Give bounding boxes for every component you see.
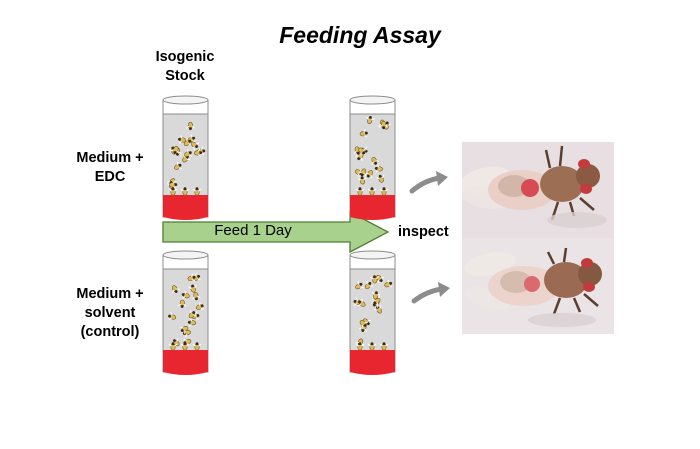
vial-edc-start — [162, 95, 209, 220]
fly-bottom-image — [464, 247, 602, 327]
row2-label-line-1: Medium + — [76, 286, 144, 302]
vial-control-start — [162, 250, 209, 375]
isogenic-stock-label: Isogenic Stock — [140, 48, 230, 86]
medium-edc-label: Medium + EDC — [60, 149, 160, 187]
flies-photo — [462, 142, 614, 334]
medium-solvent-label: Medium + solvent (control) — [60, 285, 160, 342]
stock-label-line-2: Stock — [165, 68, 205, 84]
row2-label-line-2: solvent — [84, 305, 136, 321]
inspect-label: inspect — [398, 224, 449, 240]
medium-layer — [350, 350, 395, 375]
row1-label-line-2: EDC — [94, 169, 126, 185]
feed-arrow — [162, 210, 390, 254]
small-arrow-top — [409, 171, 448, 194]
diagram-title: Feeding Assay — [279, 22, 441, 48]
medium-layer — [350, 195, 395, 220]
medium-layer — [163, 350, 208, 375]
vial-control-end — [349, 250, 396, 375]
vial-edc-end — [349, 95, 396, 220]
small-arrow-bottom — [411, 282, 450, 304]
stock-label-line-1: Isogenic — [155, 49, 215, 65]
medium-layer — [163, 195, 208, 220]
row1-label-line-1: Medium + — [76, 150, 144, 166]
feed-arrow-label: Feed 1 Day — [214, 222, 292, 239]
fly-top-image — [462, 145, 607, 228]
row2-label-line-3: (control) — [80, 324, 140, 340]
